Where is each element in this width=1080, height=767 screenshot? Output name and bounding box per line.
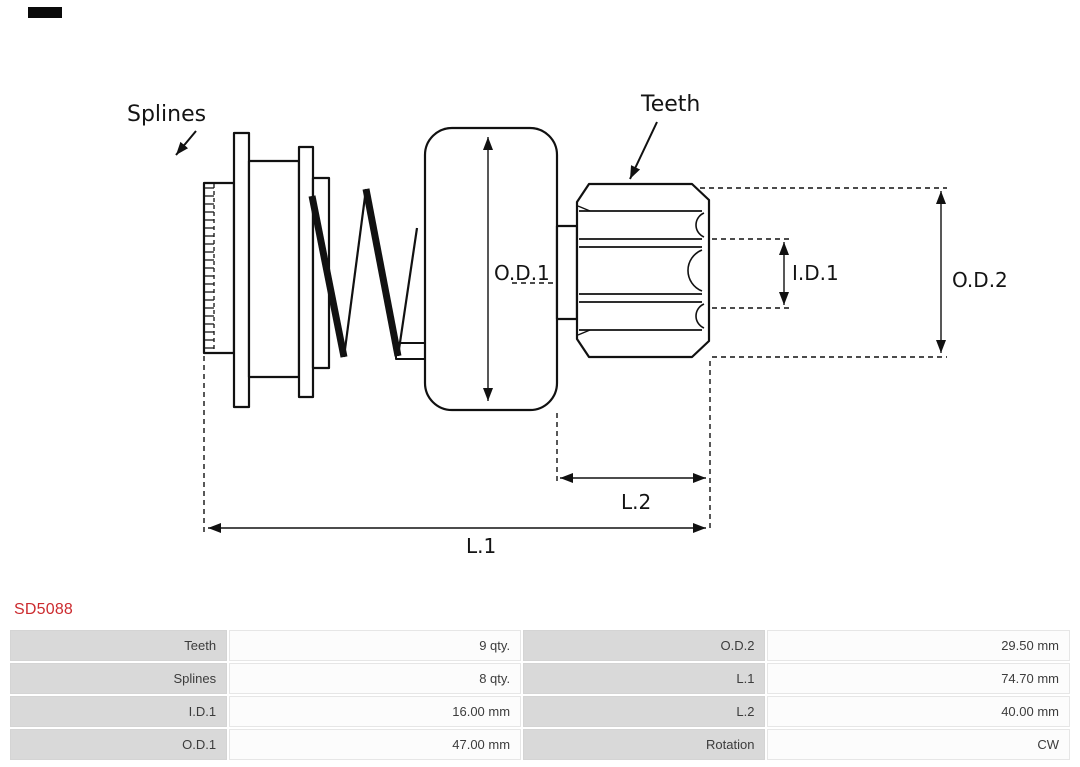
gear-chamfer-ticks [577, 205, 591, 336]
collar-disc-left [232, 131, 251, 409]
spec-value: 16.00 mm [229, 696, 522, 727]
spec-value: CW [767, 729, 1070, 760]
l1-label: L.1 [466, 534, 496, 558]
starter-drive-part [202, 126, 711, 412]
spec-table: Teeth 9 qty. O.D.2 29.50 mm Splines 8 qt… [8, 628, 1072, 762]
logo-mark [28, 7, 62, 18]
neck [555, 224, 579, 321]
spec-value: 74.70 mm [767, 663, 1070, 694]
collar-cylinder [247, 159, 301, 379]
extension-dashed-lines [203, 187, 947, 532]
table-row: Teeth 9 qty. O.D.2 29.50 mm [10, 630, 1070, 661]
spec-label: Splines [10, 663, 228, 694]
spec-label: L.2 [523, 696, 766, 727]
spec-value: 29.50 mm [767, 630, 1070, 661]
collar-disc-right [297, 145, 315, 399]
id1-label: I.D.1 [792, 261, 839, 285]
pinion-gear-outline [575, 182, 711, 359]
splines-label: Splines [127, 102, 206, 127]
spec-label: O.D.2 [523, 630, 766, 661]
spec-value: 47.00 mm [229, 729, 522, 760]
spec-label: O.D.1 [10, 729, 228, 760]
od2-label: O.D.2 [952, 268, 1008, 292]
spec-label: Teeth [10, 630, 228, 661]
dimension-labels: Splines Teeth O.D.1 I.D.1 O.D.2 L.2 L.1 [127, 92, 1008, 558]
part-code: SD5088 [14, 601, 74, 618]
technical-drawing: Splines Teeth O.D.1 I.D.1 O.D.2 L.2 L.1 [127, 92, 1008, 558]
gear-teeth-lines [579, 210, 702, 331]
teeth-label: Teeth [640, 92, 700, 117]
dimension-lines [175, 121, 947, 533]
gear-tooth-end-arcs [687, 212, 705, 329]
splines-leader-arrow [175, 130, 197, 156]
spec-value: 40.00 mm [767, 696, 1070, 727]
od1-label: O.D.1 [494, 261, 550, 285]
table-row: O.D.1 47.00 mm Rotation CW [10, 729, 1070, 760]
spec-label: Rotation [523, 729, 766, 760]
spec-value: 8 qty. [229, 663, 522, 694]
l2-label: L.2 [621, 490, 651, 514]
spring-coil [308, 188, 419, 358]
spec-label: I.D.1 [10, 696, 228, 727]
spline-hatch [205, 187, 214, 349]
table-row: I.D.1 16.00 mm L.2 40.00 mm [10, 696, 1070, 727]
teeth-leader-arrow [629, 121, 658, 180]
spec-label: L.1 [523, 663, 766, 694]
spec-value: 9 qty. [229, 630, 522, 661]
table-row: Splines 8 qty. L.1 74.70 mm [10, 663, 1070, 694]
